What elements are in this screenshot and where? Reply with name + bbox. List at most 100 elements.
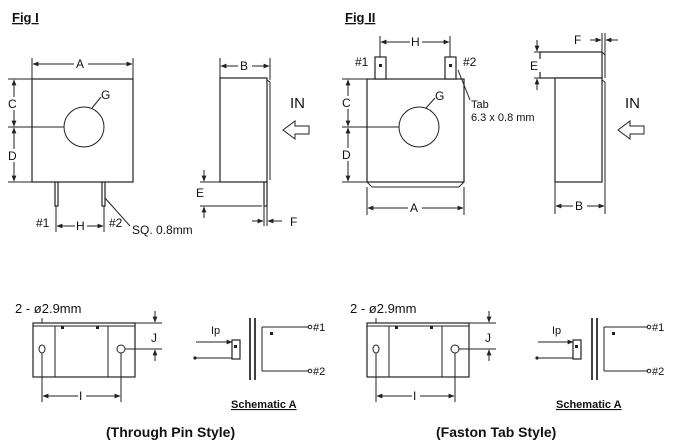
bottom-right-group: 2 - ø2.9mm J I Ip	[350, 301, 664, 440]
fig1-b-label-bg	[238, 59, 252, 72]
br-plate-mark-1	[395, 326, 398, 329]
fig2-d-label-bg	[341, 148, 355, 161]
fig2-group: Fig II G #1 #2 Tab 6.3 x 0.8 mm H C D	[341, 10, 645, 215]
bl-label-i: I	[79, 389, 82, 403]
fig2-label-h: H	[411, 35, 420, 49]
fig1-pin-1	[54, 181, 59, 207]
br-label-pin2: #2	[652, 366, 664, 378]
fig2-a-label-bg	[408, 201, 422, 214]
fig1-title: Fig I	[12, 10, 39, 25]
fig2-label-pin1: #1	[355, 55, 369, 69]
fig1-label-g: G	[101, 88, 110, 102]
fig2-label-a: A	[410, 201, 418, 215]
fig1-label-a: A	[76, 57, 84, 71]
fig1-label-pin-size: SQ. 0.8mm	[132, 223, 193, 237]
fig1-label-d: D	[8, 149, 17, 163]
fig2-label-e: E	[530, 59, 538, 73]
fig2-body-bevel-right	[458, 181, 465, 188]
bl-label-ip: Ip	[211, 325, 220, 337]
br-plate-mark-2	[430, 326, 433, 329]
fig2-tab-2-hole	[449, 64, 452, 67]
fig2-label-b: B	[575, 199, 583, 213]
fig2-tab-1	[374, 56, 387, 80]
bl-primary-dot	[234, 345, 237, 348]
br-primary-dot	[575, 345, 578, 348]
bl-label-j: J	[151, 331, 157, 345]
br-ip-dot	[535, 356, 539, 360]
fig1-label-pin1: #1	[36, 216, 50, 230]
fig1-a-label-bg	[74, 57, 88, 70]
fig2-front-body	[366, 78, 465, 183]
fig1-g-leader	[91, 96, 102, 109]
fig1-label-in: IN	[290, 95, 305, 112]
br-primary-block	[572, 339, 582, 360]
fig2-in-arrow-icon	[617, 120, 645, 140]
fig1-label-b: B	[240, 59, 248, 73]
bl-label-pin2: #2	[313, 366, 325, 378]
fig2-h-label-bg	[410, 35, 422, 48]
br-secondary-dot	[612, 332, 615, 335]
fig2-b-label-bg	[573, 199, 587, 212]
br-label-schematic: Schematic A	[556, 399, 622, 411]
br-caption: (Faston Tab Style)	[436, 424, 556, 440]
fig1-pin-2	[101, 181, 106, 207]
br-label-j: J	[485, 331, 491, 345]
br-terminal-1	[646, 324, 652, 330]
br-i-label-bg	[412, 389, 420, 402]
br-terminal-2	[646, 368, 652, 374]
fig1-h-label-bg	[75, 219, 87, 232]
fig2-label-tab: Tab	[471, 99, 489, 111]
bl-ip-dot	[193, 356, 197, 360]
fig2-c-label-bg	[341, 96, 355, 109]
bl-label-schematic: Schematic A	[231, 399, 297, 411]
fig1-side-pin	[263, 181, 268, 207]
br-plate	[366, 322, 470, 378]
bl-plate-mark-2	[96, 326, 99, 329]
fig1-c-label-bg	[7, 97, 21, 110]
bl-secondary-dot	[270, 332, 273, 335]
br-label-ip: Ip	[552, 325, 561, 337]
bl-plate	[32, 322, 136, 378]
fig2-e-label-bg	[529, 59, 541, 72]
fig2-label-tab-size: 6.3 x 0.8 mm	[471, 112, 535, 124]
fig2-label-d: D	[342, 148, 351, 162]
fig1-side-body	[219, 77, 268, 183]
bl-terminal-1	[307, 324, 313, 330]
fig1-label-e: E	[196, 186, 204, 200]
bl-terminal-2	[307, 368, 313, 374]
fig1-pin-size-leader	[104, 197, 131, 227]
fig2-label-f: F	[574, 33, 581, 47]
fig2-tab-1-hole	[379, 64, 382, 67]
fig1-label-h: H	[76, 219, 85, 233]
bl-plate-mark-1	[61, 326, 64, 329]
fig2-title: Fig II	[345, 10, 375, 25]
fig2-body-bevel-left	[366, 181, 373, 188]
fig2-side-tab	[539, 51, 603, 79]
fig2-label-pin2: #2	[463, 55, 477, 69]
fig2-side-edge-top	[601, 79, 606, 83]
fig2-label-g: G	[435, 89, 444, 103]
fig1-label-pin2: #2	[109, 216, 123, 230]
fig2-tab-2	[444, 56, 457, 80]
fig1-label-f: F	[290, 215, 297, 229]
fig2-g-leader	[425, 97, 436, 109]
br-label-i: I	[413, 389, 416, 403]
fig2-side-body	[554, 77, 603, 183]
bl-caption: (Through Pin Style)	[106, 424, 235, 440]
bl-i-label-bg	[78, 389, 86, 402]
fig1-d-label-bg	[7, 149, 21, 162]
fig1-side-edge-top	[266, 79, 271, 83]
br-label-holes: 2 - ø2.9mm	[350, 301, 416, 316]
bl-label-holes: 2 - ø2.9mm	[15, 301, 81, 316]
fig1-front-body	[31, 78, 134, 183]
fig1-group: Fig I G A C D H #1 #2 SQ. 0.8mm	[7, 10, 310, 237]
bl-label-pin1: #1	[313, 322, 325, 334]
fig2-label-in: IN	[625, 95, 640, 112]
bottom-left-group: 2 - ø2.9mm J I Ip	[15, 301, 325, 440]
bl-primary-block	[231, 339, 241, 360]
fig2-label-c: C	[342, 96, 351, 110]
fig1-label-c: C	[8, 97, 17, 111]
br-label-pin1: #1	[652, 322, 664, 334]
